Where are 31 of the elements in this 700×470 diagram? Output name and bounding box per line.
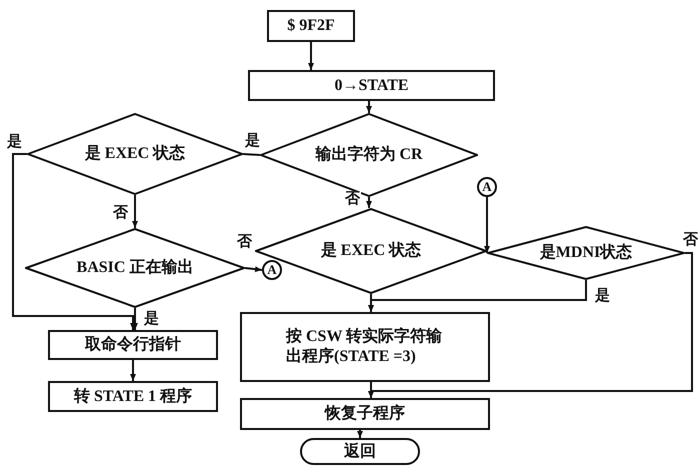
process-box: 按 CSW 转实际字符输出程序(STATE =3) — [240, 312, 490, 382]
arrow — [132, 195, 138, 228]
arrow — [484, 197, 490, 253]
decision-diamond: 是 EXEC 状态 — [27, 113, 243, 195]
edge-label: 否 — [344, 191, 361, 208]
arrow — [366, 101, 372, 113]
arrow — [368, 294, 374, 312]
edge-label: 是 — [6, 134, 23, 151]
arrow — [12, 153, 136, 330]
terminal-box: 返回 — [300, 438, 420, 465]
process-box: 0→STATE — [248, 70, 495, 101]
branch-label: 否 — [236, 234, 253, 251]
edge-label: 否 — [112, 205, 129, 222]
arrow — [366, 197, 372, 208]
edge-label: 是 — [594, 288, 611, 305]
process-box: $ 9F2F — [267, 10, 355, 42]
process-box: 取命令行指针 — [48, 330, 218, 360]
arrow — [244, 266, 262, 272]
connector-circle: A — [262, 260, 282, 280]
arrow — [130, 360, 136, 381]
connector-circle: A — [477, 177, 497, 197]
arrow — [368, 382, 374, 398]
process-box: 转 STATE 1 程序 — [48, 381, 218, 412]
process-box: 恢复子程序 — [240, 398, 490, 430]
arrow — [132, 308, 138, 330]
connector-line — [242, 153, 260, 156]
arrow — [357, 430, 363, 438]
edge-label: 是 — [143, 311, 160, 328]
edge-label: 否 — [682, 232, 699, 249]
arrow — [308, 42, 314, 70]
edge-label: 是 — [244, 133, 261, 150]
